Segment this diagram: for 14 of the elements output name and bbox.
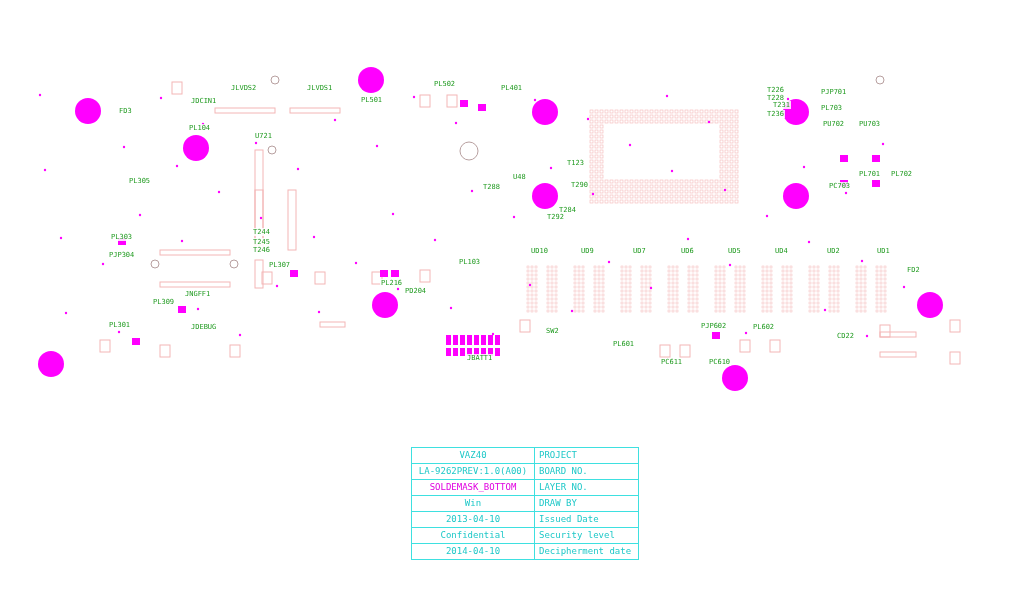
table-cell: 2013-04-10 [412, 512, 534, 528]
table-cell: BOARD NO. [534, 464, 638, 480]
table-cell: DRAW BY [534, 496, 638, 512]
table-cell: SOLDEMASK_BOTTOM [412, 480, 534, 496]
table-cell: LA-9262PREV:1.0(A00) [412, 464, 534, 480]
table-cell: Issued Date [534, 512, 638, 528]
table-cell: Decipherment date [534, 544, 638, 559]
table-cell-text: 2014-04-10 [444, 545, 502, 558]
table-cell: Win [412, 496, 534, 512]
table-cell: Security level [534, 528, 638, 544]
table-cell: LAYER NO. [534, 480, 638, 496]
table-cell: VAZ40 [412, 448, 534, 464]
table-cell: Confidential [412, 528, 534, 544]
table-cell: PROJECT [534, 448, 638, 464]
